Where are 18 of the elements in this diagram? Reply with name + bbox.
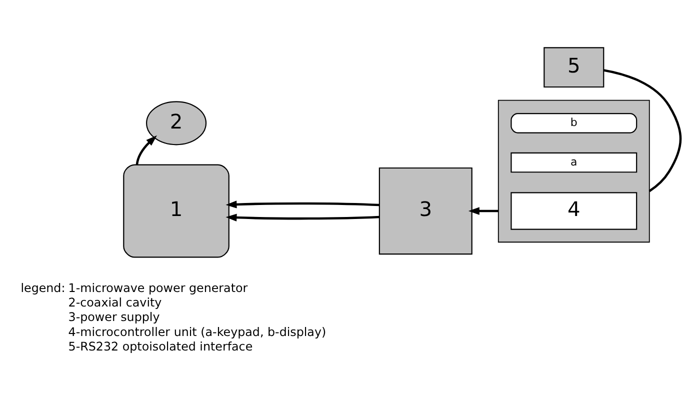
node-box: 5 <box>544 47 604 88</box>
node-box: a <box>510 152 638 173</box>
label: 2-coaxial cavity <box>68 296 162 310</box>
cluster <box>498 100 650 243</box>
node-box: 1 <box>123 164 230 258</box>
label: legend: <box>20 280 66 295</box>
arrow <box>468 207 498 215</box>
label: 4-microcontroller unit (a-keypad, b-display) <box>68 324 326 339</box>
arrow <box>136 135 157 165</box>
node-box: 4 <box>510 192 638 230</box>
node-box: 3 <box>378 167 472 255</box>
label: 1-microwave power generator <box>68 280 248 295</box>
label: 5-RS232 optoisolated interface <box>68 339 253 354</box>
arrow <box>226 214 380 222</box>
connector <box>604 69 682 192</box>
node-box: b <box>510 113 638 134</box>
arrow <box>226 200 380 208</box>
label: 3-power supply <box>68 310 160 324</box>
